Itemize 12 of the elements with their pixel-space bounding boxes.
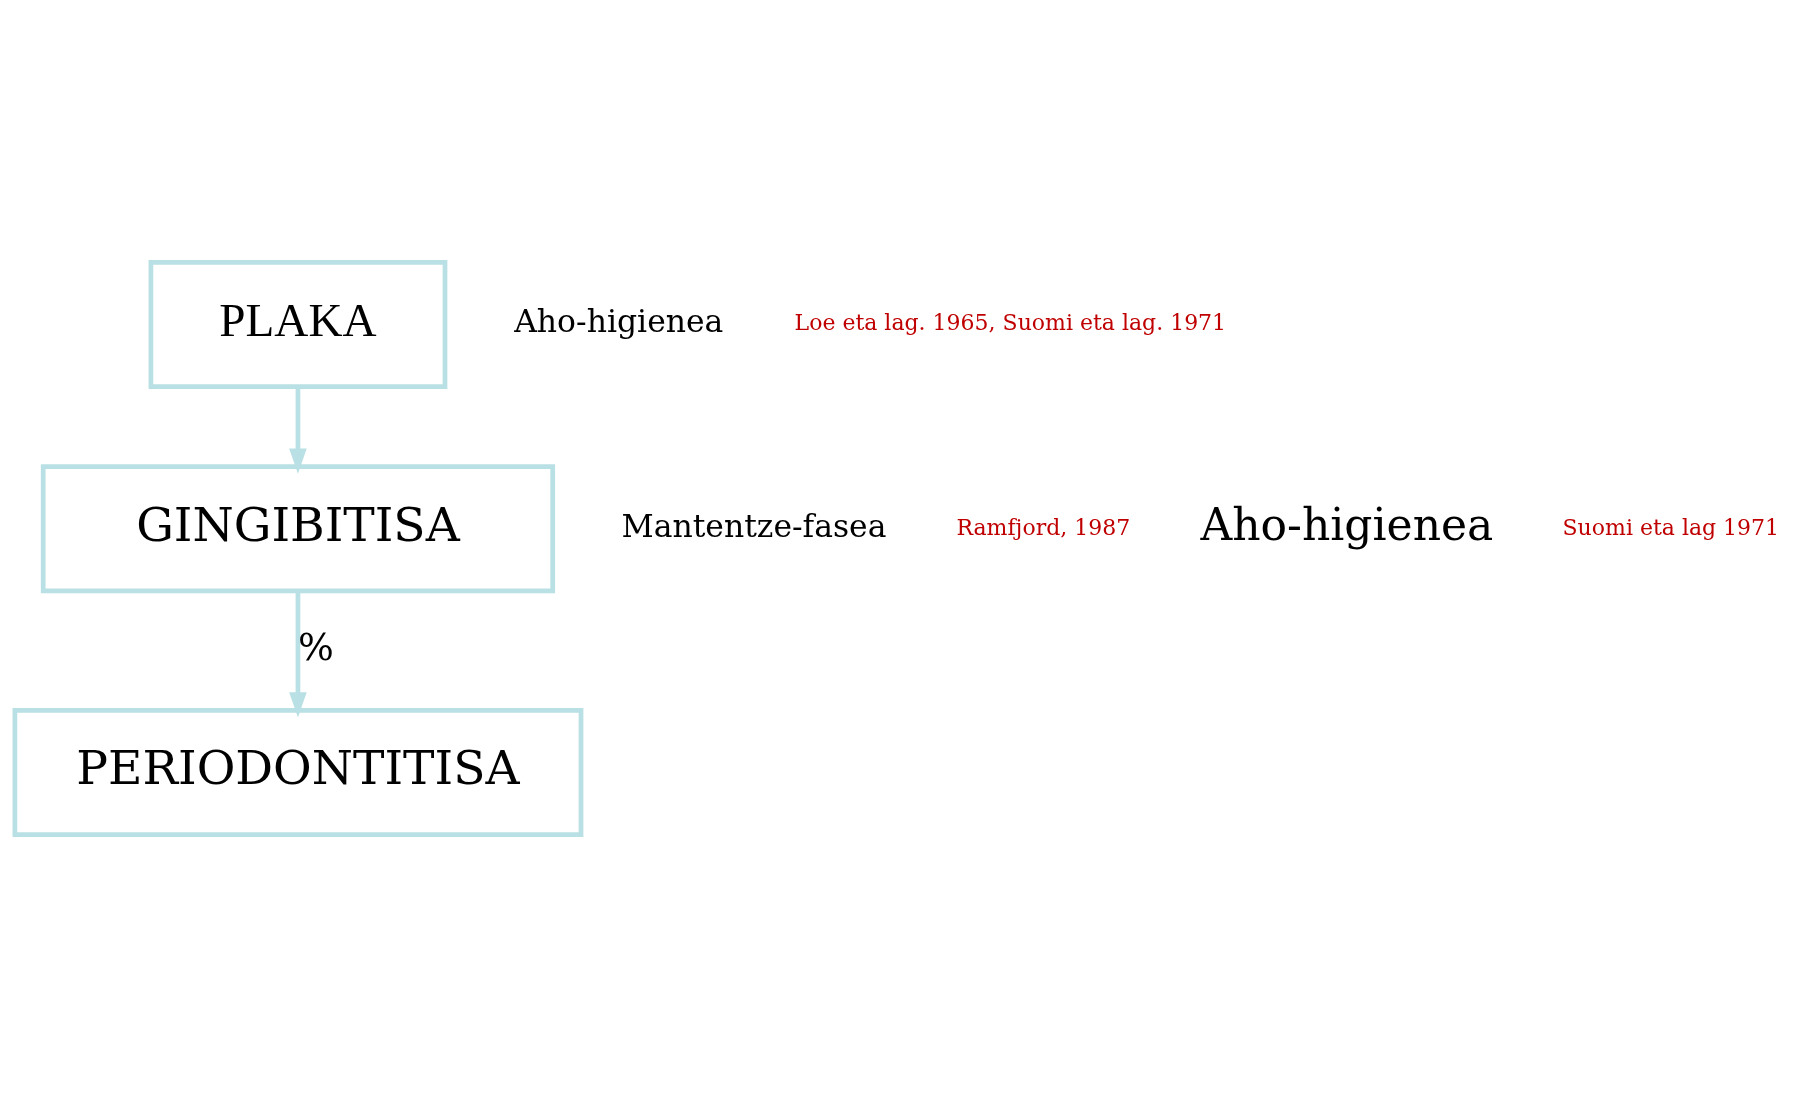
label: Suomi eta lag 1971 <box>1562 514 1780 540</box>
node-box: GINGIBITISA <box>40 463 556 593</box>
edge-label: % <box>298 624 334 669</box>
label: Aho-higienea <box>514 302 724 339</box>
arrow <box>289 590 307 717</box>
label: Mantentze-fasea <box>621 507 887 544</box>
label: Ramfjord, 1987 <box>956 514 1131 540</box>
node-box: PLAKA <box>148 259 448 389</box>
label: Aho-higienea <box>1200 498 1494 550</box>
label: Loe eta lag. 1965, Suomi eta lag. 1971 <box>794 309 1227 335</box>
node-box: PERIODONTITISA <box>12 707 584 837</box>
arrow <box>289 386 307 474</box>
